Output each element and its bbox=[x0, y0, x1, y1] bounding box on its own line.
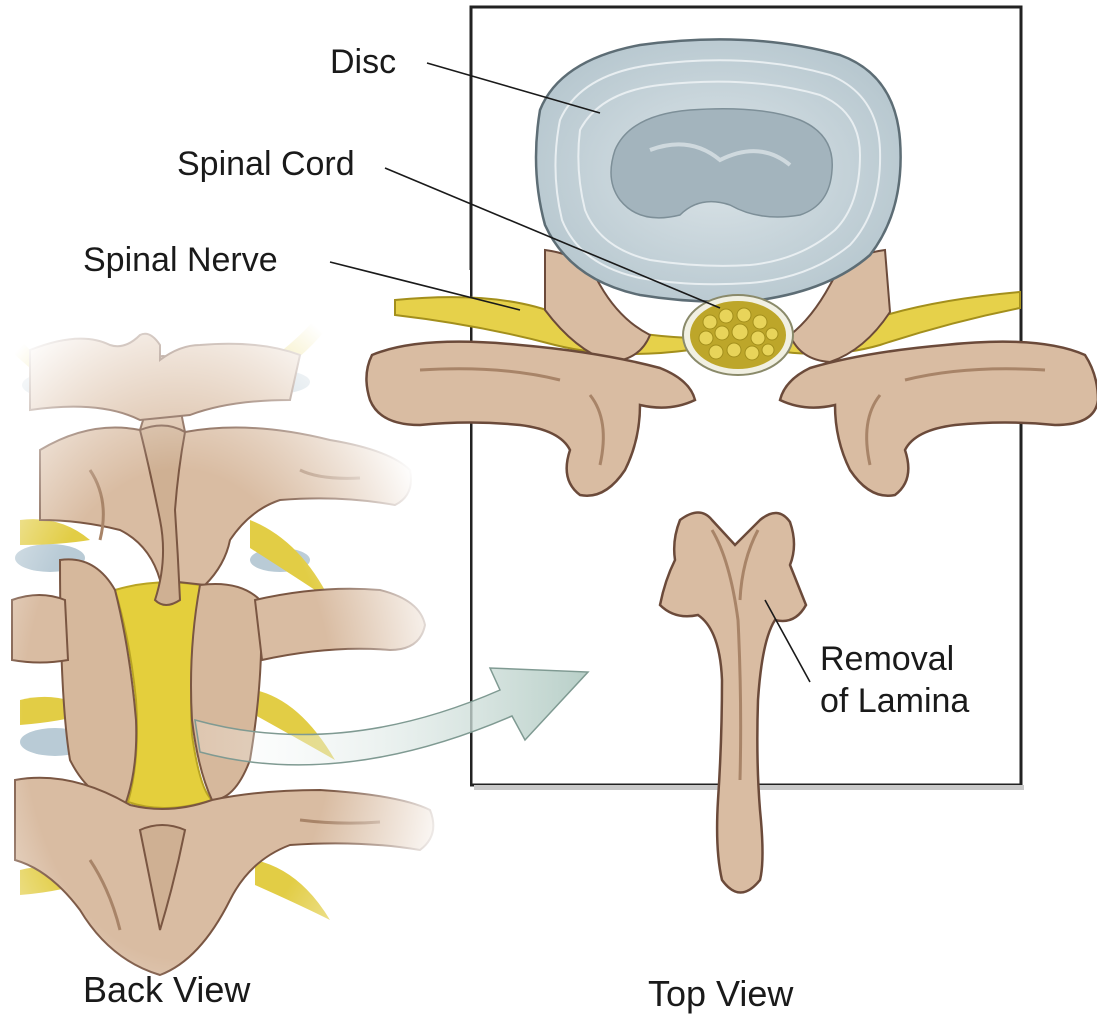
label-removal-line2: of Lamina bbox=[820, 682, 969, 720]
disc-nucleus bbox=[611, 109, 832, 218]
label-disc: Disc bbox=[330, 43, 396, 81]
label-spinal-cord: Spinal Cord bbox=[177, 145, 355, 183]
label-removal-line1: Removal bbox=[820, 640, 954, 678]
label-spinal-nerve: Spinal Nerve bbox=[83, 241, 278, 279]
label-back-view: Back View bbox=[83, 969, 251, 1010]
label-top-view: Top View bbox=[648, 973, 794, 1014]
